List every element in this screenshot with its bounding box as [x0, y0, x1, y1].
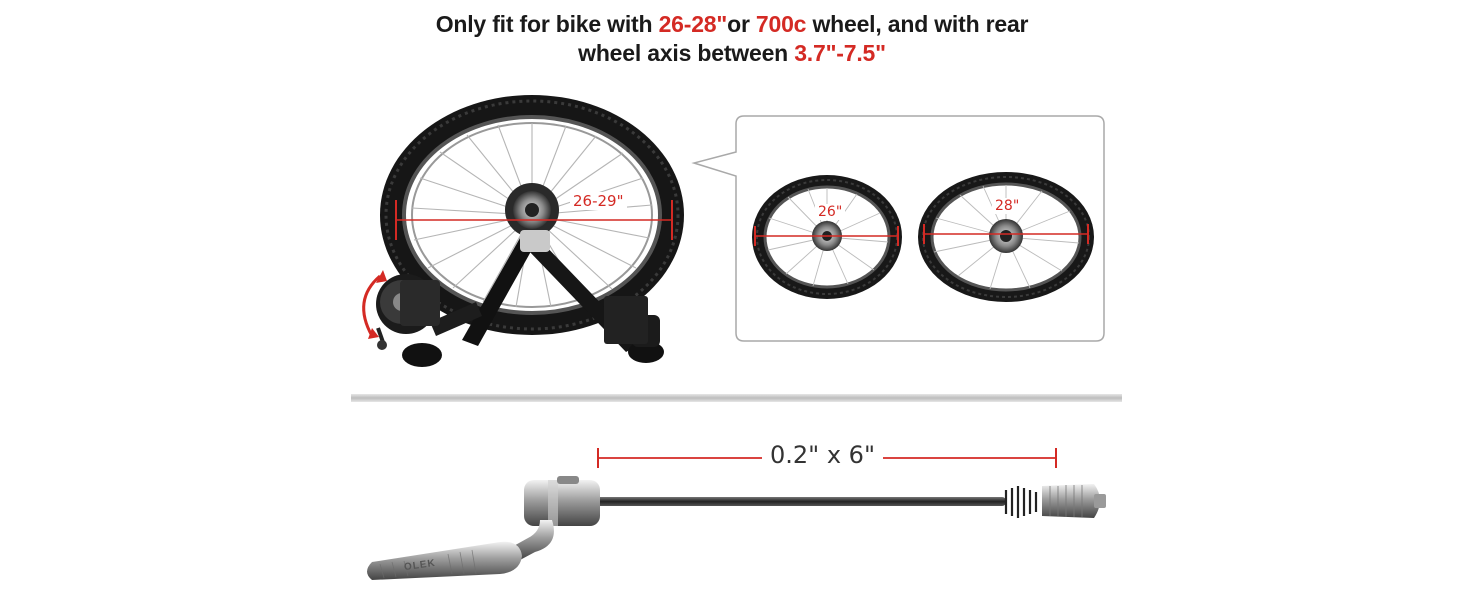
wheel-28-label: 28" [992, 198, 1023, 214]
headline-wheel-size: 26-28" [658, 11, 728, 37]
wheel-26 [752, 175, 902, 299]
trainer-wheel-size-label: 26-29" [570, 192, 627, 210]
skewer-dimension-label: 0.2" x 6" [762, 441, 883, 469]
skewer-spring [1004, 486, 1038, 518]
headline-text: wheel, and with rear [806, 11, 1029, 37]
resistance-unit [376, 274, 440, 350]
rotate-arrow-icon [362, 270, 387, 339]
wheel-28 [918, 172, 1094, 302]
headline-text: Only fit for bike with [435, 11, 659, 37]
quick-release-skewer [367, 476, 1106, 580]
headline-line-2: wheel axis between 3.7"-7.5" [0, 39, 1464, 68]
headline-text: wheel axis between [578, 40, 795, 66]
section-divider [351, 394, 1122, 402]
headline-700c: 700c [755, 11, 807, 37]
headline: Only fit for bike with 26-28"or 700c whe… [0, 10, 1464, 68]
headline-text: or [727, 11, 756, 37]
trainer-frame [402, 230, 664, 367]
trainer-wheel-dimension [395, 200, 673, 240]
trainer-wheel [380, 95, 684, 335]
headline-line-1: Only fit for bike with 26-28"or 700c whe… [0, 10, 1464, 39]
headline-axis-range: 3.7"-7.5" [794, 40, 886, 66]
wheel-26-label: 26" [815, 204, 846, 220]
